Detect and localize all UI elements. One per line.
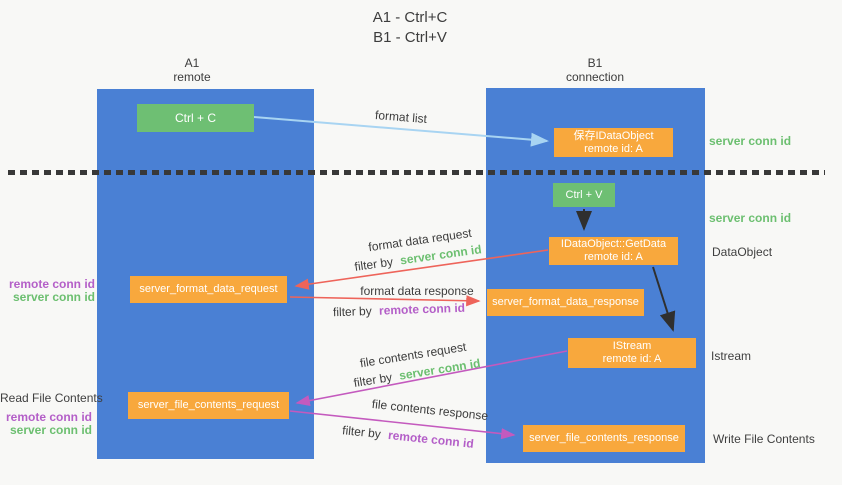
- filter-by-text: filter by: [353, 254, 394, 274]
- filter-by-text: filter by: [352, 370, 394, 390]
- server-format-data-response-node: server_format_data_response: [487, 289, 644, 316]
- file-response-filter-label: filter by remote conn id: [342, 423, 475, 451]
- ctrl-c-node: Ctrl + C: [137, 104, 254, 132]
- ctrl-v-label: Ctrl + V: [565, 189, 603, 201]
- filter-by-text: filter by: [341, 423, 382, 442]
- server-conn-id-label-format: server conn id: [12, 290, 95, 304]
- getdata-node: IDataObject::GetData remote id: A: [549, 237, 678, 265]
- lane-a1-id: A1: [184, 56, 200, 70]
- lane-header-b1: B1 connection: [515, 56, 675, 84]
- istream-line2: remote id: A: [602, 353, 662, 365]
- server-format-data-request-label: server_format_data_request: [139, 283, 278, 295]
- istream-line1: IStream: [612, 340, 652, 352]
- server-conn-id-label-file: server conn id: [9, 423, 92, 437]
- server-conn-id-label-top: server conn id: [709, 134, 792, 148]
- save-dataobject-line1: 保存IDataObject: [573, 129, 654, 142]
- getdata-line1: IDataObject::GetData: [560, 238, 667, 250]
- title-line-a1: A1 - Ctrl+C: [372, 9, 448, 26]
- getdata-line2: remote id: A: [584, 251, 643, 263]
- save-dataobject-line2: remote id: A: [584, 142, 643, 155]
- dashed-divider: [8, 170, 825, 175]
- format-data-response-label: format data response: [360, 284, 474, 298]
- server-file-contents-response-node: server_file_contents_response: [523, 425, 685, 452]
- server-conn-id-label-mid: server conn id: [709, 211, 792, 225]
- lane-a1-name: remote: [173, 70, 211, 84]
- remote-conn-id-text: remote conn id: [387, 427, 475, 451]
- server-format-data-response-label: server_format_data_response: [492, 296, 639, 308]
- diagram-title: A1 - Ctrl+C B1 - Ctrl+V: [0, 8, 820, 48]
- file-contents-response-label: file contents response: [371, 396, 489, 424]
- ctrl-c-label: Ctrl + C: [174, 111, 216, 125]
- ctrl-v-node: Ctrl + V: [553, 183, 615, 207]
- remote-conn-id-label-file: remote conn id: [5, 410, 92, 424]
- remote-conn-id-label-format: remote conn id: [8, 277, 95, 291]
- istream-node: IStream remote id: A: [568, 338, 696, 368]
- dataobject-side-label: DataObject: [712, 245, 773, 259]
- server-format-data-request-node: server_format_data_request: [130, 276, 287, 303]
- server-file-contents-request-node: server_file_contents_request: [128, 392, 289, 419]
- format-list-label: format list: [374, 107, 428, 127]
- title-line-b1: B1 - Ctrl+V: [373, 29, 447, 46]
- format-response-filter-label: filter by remote conn id: [333, 301, 465, 320]
- istream-side-label: Istream: [711, 349, 752, 363]
- save-dataobject-node: 保存IDataObject remote id: A: [554, 128, 673, 157]
- filter-by-text: filter by: [332, 303, 372, 320]
- lane-b1-name: connection: [565, 70, 625, 84]
- server-file-contents-response-label: server_file_contents_response: [529, 432, 679, 444]
- server-file-contents-request-label: server_file_contents_request: [137, 399, 280, 411]
- lane-header-a1: A1 remote: [112, 56, 272, 84]
- read-file-contents-label: Read File Contents: [0, 391, 103, 405]
- remote-conn-id-text: remote conn id: [378, 300, 466, 318]
- lane-b1-id: B1: [587, 56, 603, 70]
- write-file-contents-label: Write File Contents: [713, 432, 815, 446]
